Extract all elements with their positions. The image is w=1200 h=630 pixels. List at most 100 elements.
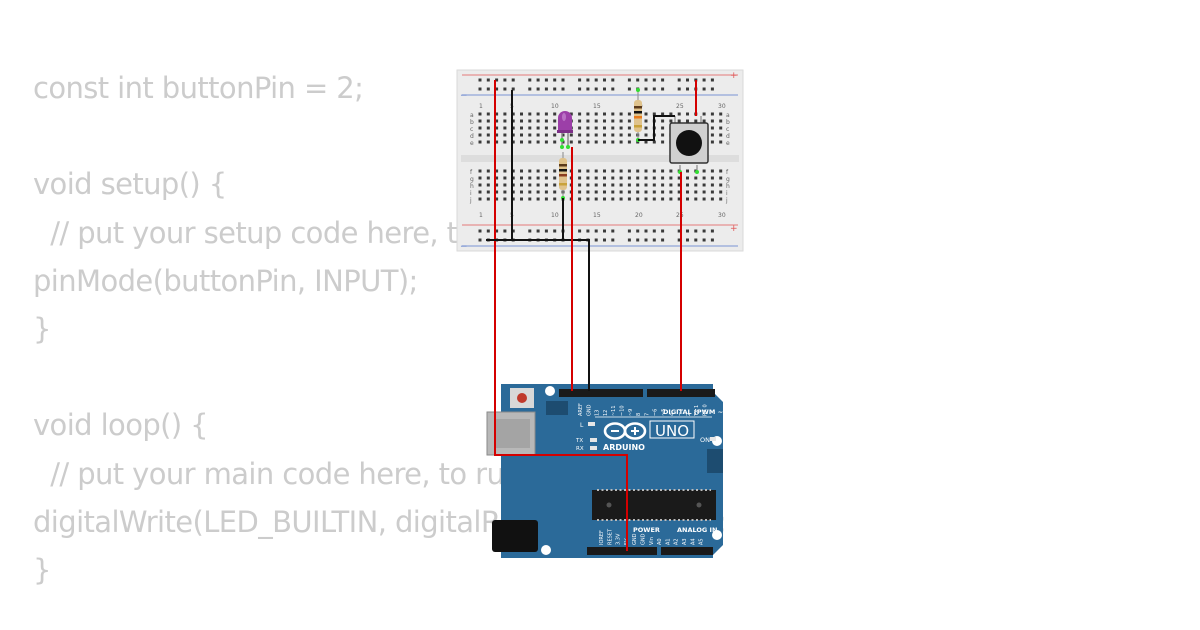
breadboard-hole bbox=[495, 197, 499, 201]
breadboard-hole bbox=[594, 119, 598, 123]
resistor-button[interactable] bbox=[634, 90, 642, 140]
breadboard-hole bbox=[652, 169, 656, 173]
row-label: i bbox=[726, 190, 728, 197]
breadboard-hole bbox=[553, 133, 557, 137]
breadboard-hole bbox=[553, 87, 557, 91]
code-line: void loop() { bbox=[33, 408, 209, 443]
breadboard-hole bbox=[694, 183, 698, 187]
row-labels: a b c d e f g h i j a b c d e f g h i j bbox=[469, 112, 730, 204]
breadboard-hole bbox=[661, 133, 665, 137]
breadboard-hole bbox=[603, 78, 606, 82]
column-label: 25 bbox=[676, 212, 684, 219]
breadboard-hole bbox=[495, 140, 499, 144]
column-label: 15 bbox=[593, 103, 601, 110]
led-component[interactable] bbox=[557, 111, 573, 146]
breadboard-hole bbox=[586, 119, 590, 123]
breadboard-hole bbox=[586, 133, 590, 137]
breadboard-hole bbox=[603, 169, 606, 173]
breadboard-hole bbox=[627, 78, 631, 82]
pin-label: GND bbox=[632, 533, 638, 545]
breadboard-hole bbox=[603, 229, 606, 233]
breadboard-hole bbox=[594, 133, 598, 137]
breadboard-hole bbox=[627, 176, 631, 180]
breadboard-hole bbox=[520, 119, 523, 123]
breadboard-hole bbox=[594, 229, 598, 233]
breadboard-hole bbox=[569, 140, 573, 144]
breadboard-hole bbox=[520, 197, 523, 201]
breadboard-hole bbox=[594, 238, 598, 242]
center-channel bbox=[461, 155, 739, 162]
breadboard-hole bbox=[627, 133, 631, 137]
breadboard-hole bbox=[702, 190, 706, 194]
breadboard-hole bbox=[627, 119, 631, 123]
button-cap[interactable] bbox=[676, 130, 702, 156]
breadboard-hole bbox=[511, 119, 515, 123]
breadboard-hole bbox=[636, 197, 640, 201]
breadboard-hole bbox=[578, 169, 582, 173]
led-body bbox=[558, 111, 572, 132]
breadboard-hole bbox=[694, 176, 698, 180]
breadboard-hole bbox=[536, 119, 540, 123]
breadboard-hole bbox=[486, 112, 490, 116]
row-label: b bbox=[726, 119, 730, 126]
breadboard-hole bbox=[710, 119, 714, 123]
breadboard-hole bbox=[603, 119, 606, 123]
breadboard-hole bbox=[603, 87, 606, 91]
reset-button-cap[interactable] bbox=[517, 393, 527, 403]
breadboard-hole bbox=[611, 119, 615, 123]
breadboard-hole bbox=[594, 87, 598, 91]
pin-label: 8 bbox=[636, 413, 642, 416]
breadboard-hole bbox=[644, 238, 648, 242]
led-l-label: L bbox=[580, 422, 584, 429]
row-label: a bbox=[470, 112, 474, 119]
resistor-band bbox=[634, 106, 642, 109]
breadboard-hole bbox=[677, 119, 681, 123]
breadboard-hole bbox=[594, 190, 598, 194]
breadboard-hole bbox=[553, 176, 557, 180]
breadboard-hole bbox=[486, 169, 490, 173]
row-label: c bbox=[470, 126, 473, 133]
breadboard-hole bbox=[661, 140, 665, 144]
rail-plus-label: + bbox=[730, 71, 738, 81]
breadboard-hole bbox=[686, 197, 689, 201]
pushbutton[interactable] bbox=[669, 116, 709, 172]
breadboard-hole bbox=[520, 112, 523, 116]
breadboard-hole bbox=[619, 176, 623, 180]
column-label: 25 bbox=[676, 103, 684, 110]
column-label: 15 bbox=[593, 212, 601, 219]
breadboard-hole bbox=[478, 112, 482, 116]
breadboard-hole bbox=[586, 197, 590, 201]
breadboard-hole bbox=[544, 190, 548, 194]
breadboard-hole bbox=[528, 126, 532, 130]
breadboard-hole bbox=[511, 190, 515, 194]
breadboard-hole bbox=[694, 190, 698, 194]
breadboard-hole bbox=[719, 197, 723, 201]
breadboard-hole bbox=[719, 190, 723, 194]
breadboard-hole bbox=[644, 229, 648, 233]
row-label: h bbox=[726, 183, 730, 190]
breadboard-hole bbox=[710, 140, 714, 144]
uno-label: UNO bbox=[655, 422, 689, 440]
breadboard-hole bbox=[544, 197, 548, 201]
code-line: void setup() { bbox=[33, 167, 227, 202]
breadboard-hole bbox=[661, 190, 665, 194]
wires bbox=[486, 80, 697, 551]
breadboard-hole bbox=[511, 140, 515, 144]
breadboard-hole bbox=[578, 229, 582, 233]
breadboard-hole bbox=[503, 133, 507, 137]
breadboard-hole bbox=[511, 126, 515, 130]
breadboard-hole bbox=[578, 197, 582, 201]
breadboard-hole bbox=[520, 169, 523, 173]
breadboard-hole bbox=[511, 133, 515, 137]
breadboard-hole bbox=[578, 140, 582, 144]
led-tx bbox=[590, 438, 597, 442]
digital-header-right bbox=[647, 389, 715, 397]
breadboard-hole bbox=[619, 197, 623, 201]
breadboard-hole bbox=[627, 169, 631, 173]
resistor-led[interactable] bbox=[559, 152, 567, 198]
breadboard-hole bbox=[611, 176, 615, 180]
breadboard-hole bbox=[536, 78, 540, 82]
mounting-hole bbox=[541, 545, 551, 555]
